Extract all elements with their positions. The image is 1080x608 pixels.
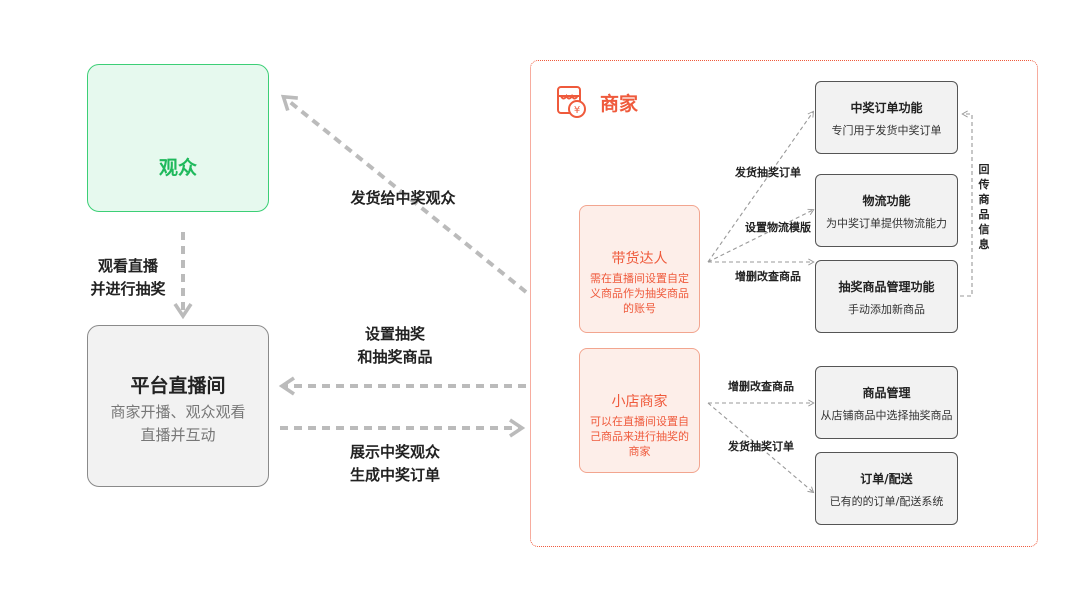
shop-edit-goods-label: 增删改查商品 xyxy=(728,380,794,393)
goods-mgmt-feature-desc: 从店铺商品中选择抽奖商品 xyxy=(820,409,953,422)
platform-desc: 商家开播、观众观看直播并互动 xyxy=(110,403,246,444)
platform-title: 平台直播间 xyxy=(130,375,226,397)
audience-box: 观众 xyxy=(87,64,269,212)
goods-mgmt-feature-title: 商品管理 xyxy=(862,386,911,400)
order-delivery-feature-box: 订单/配送 已有的的订单/配送系统 xyxy=(815,452,958,525)
goods-mgmt-feature-box: 商品管理 从店铺商品中选择抽奖商品 xyxy=(815,366,958,439)
svg-text:¥: ¥ xyxy=(574,105,580,116)
order-feature-box: 中奖订单功能 专门用于发货中奖订单 xyxy=(815,81,958,154)
set-logistics-label: 设置物流模版 xyxy=(745,221,811,234)
order-delivery-feature-title: 订单/配送 xyxy=(860,472,913,486)
influencer-desc: 需在直播间设置自定义商品作为抽奖商品的账号 xyxy=(590,272,689,315)
shop-name: 小店商家 xyxy=(611,394,668,410)
watch-label-line1: 观看直播 xyxy=(97,257,158,275)
shop-desc: 可以在直播间设置自己商品来进行抽奖的商家 xyxy=(590,415,689,458)
return-info-label: 回传商品信息 xyxy=(978,163,990,251)
edit-goods-label: 增删改查商品 xyxy=(735,270,801,283)
ship-order-label: 发货抽奖订单 xyxy=(735,166,801,179)
merchant-title: 商家 xyxy=(600,93,639,115)
lottery-goods-feature-box: 抽奖商品管理功能 手动添加新商品 xyxy=(815,260,958,333)
show-winner-label: 展示中奖观众 生成中奖订单 xyxy=(330,441,460,487)
influencer-box: 带货达人 需在直播间设置自定义商品作为抽奖商品的账号 xyxy=(579,205,700,333)
set-lottery-line2: 和抽奖商品 xyxy=(357,348,433,366)
audience-label: 观众 xyxy=(158,157,197,179)
lottery-goods-feature-title: 抽奖商品管理功能 xyxy=(838,280,935,294)
arrow-influencer-to-order xyxy=(707,110,814,263)
set-lottery-line1: 设置抽奖 xyxy=(364,325,425,343)
arrow-return-info xyxy=(960,110,973,297)
show-winner-line1: 展示中奖观众 xyxy=(349,443,440,461)
logistics-feature-box: 物流功能 为中奖订单提供物流能力 xyxy=(815,174,958,247)
order-feature-title: 中奖订单功能 xyxy=(850,101,923,115)
store-icon: ¥ xyxy=(557,86,586,118)
order-feature-desc: 专门用于发货中奖订单 xyxy=(831,124,942,137)
shop-box: 小店商家 可以在直播间设置自己商品来进行抽奖的商家 xyxy=(579,348,700,473)
merchant-zone xyxy=(530,60,1038,547)
ship-to-winner-label: 发货给中奖观众 xyxy=(350,189,456,207)
lottery-goods-feature-desc: 手动添加新商品 xyxy=(848,303,925,316)
platform-box: 平台直播间 商家开播、观众观看直播并互动 xyxy=(87,325,269,487)
logistics-feature-desc: 为中奖订单提供物流能力 xyxy=(826,217,947,230)
influencer-name: 带货达人 xyxy=(611,251,668,267)
logistics-feature-title: 物流功能 xyxy=(862,194,911,208)
arrow-influencer-to-logistics xyxy=(707,208,815,263)
show-winner-line2: 生成中奖订单 xyxy=(349,466,440,484)
set-lottery-label: 设置抽奖 和抽奖商品 xyxy=(340,323,450,369)
watch-label: 观看直播 并进行抽奖 xyxy=(88,255,168,301)
arrow-shop-to-order-delivery xyxy=(707,402,815,494)
shop-ship-order-label: 发货抽奖订单 xyxy=(728,440,794,453)
order-delivery-feature-desc: 已有的的订单/配送系统 xyxy=(829,495,944,508)
watch-label-line2: 并进行抽奖 xyxy=(90,280,166,298)
arrow-merchant-to-audience xyxy=(280,94,528,294)
